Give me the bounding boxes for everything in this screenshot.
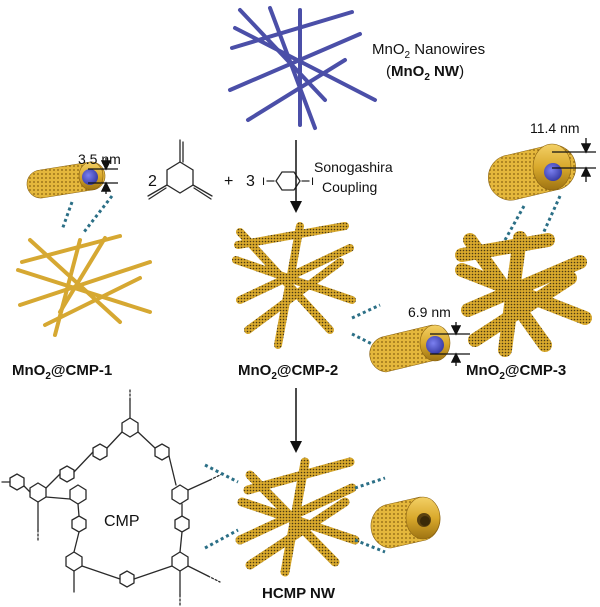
cmp2-thickness-marker xyxy=(430,322,470,366)
cmp2-label: MnO2@CMP-2 xyxy=(238,362,338,382)
cmp3-zoom-line-left xyxy=(503,205,526,241)
nanowire-code: (MnO2 NW) xyxy=(386,63,464,83)
cmp2-nanowire-network xyxy=(232,222,356,349)
cmp1-zoom-line-right xyxy=(82,195,114,233)
cmp1-thickness-marker xyxy=(88,158,118,194)
cmp3-thickness-label: 11.4 nm xyxy=(530,120,580,136)
hcmp-hollow-cross-section xyxy=(370,496,441,549)
cmp3-label: MnO2@CMP-3 xyxy=(466,362,566,382)
hcmp-label: HCMP NW xyxy=(262,585,336,602)
plus-sign: + xyxy=(224,173,233,190)
hcmp-nanowire-network xyxy=(235,457,360,577)
iodine-left: I xyxy=(262,176,265,188)
hcmp-zoom-line-top xyxy=(354,476,386,490)
triethynylbenzene-structure xyxy=(147,139,213,200)
cmp3-nanowire-network xyxy=(455,231,592,357)
cmp1-label: MnO2@CMP-1 xyxy=(12,362,112,382)
cmp1-nanowire-network xyxy=(16,234,152,337)
cmp1-cross-section xyxy=(26,161,106,199)
coefficient-triethynylbenzene: 2 xyxy=(148,173,157,190)
cmp3-zoom-line-right xyxy=(540,195,562,237)
cmp-network-label: CMP xyxy=(104,513,140,530)
network-zoom-line-bottom xyxy=(204,528,239,550)
coefficient-diiodobenzene: 3 xyxy=(246,173,255,190)
cmp3-cross-section xyxy=(488,143,576,201)
network-zoom-line-top xyxy=(204,463,239,484)
hcmp-zoom-line-bottom xyxy=(354,538,386,554)
iodine-right: I xyxy=(311,176,314,188)
method-line1: Sonogashira xyxy=(314,159,393,175)
method-line2: Coupling xyxy=(322,179,377,195)
cmp2-zoom-line-top xyxy=(351,303,381,320)
cmp2-thickness-label: 6.9 nm xyxy=(408,304,451,320)
cmp2-cross-section xyxy=(369,324,451,373)
cmp3-thickness-marker xyxy=(552,138,596,182)
cmp1-zoom-line-left xyxy=(60,201,74,231)
mno2-nanowires-illustration xyxy=(228,6,377,130)
cmp1-thickness-label: 3.5 nm xyxy=(78,151,121,167)
nanowire-title: MnO2 Nanowires xyxy=(372,41,485,61)
cmp-network-structure xyxy=(1,387,223,606)
diiodobenzene-structure xyxy=(266,171,310,191)
